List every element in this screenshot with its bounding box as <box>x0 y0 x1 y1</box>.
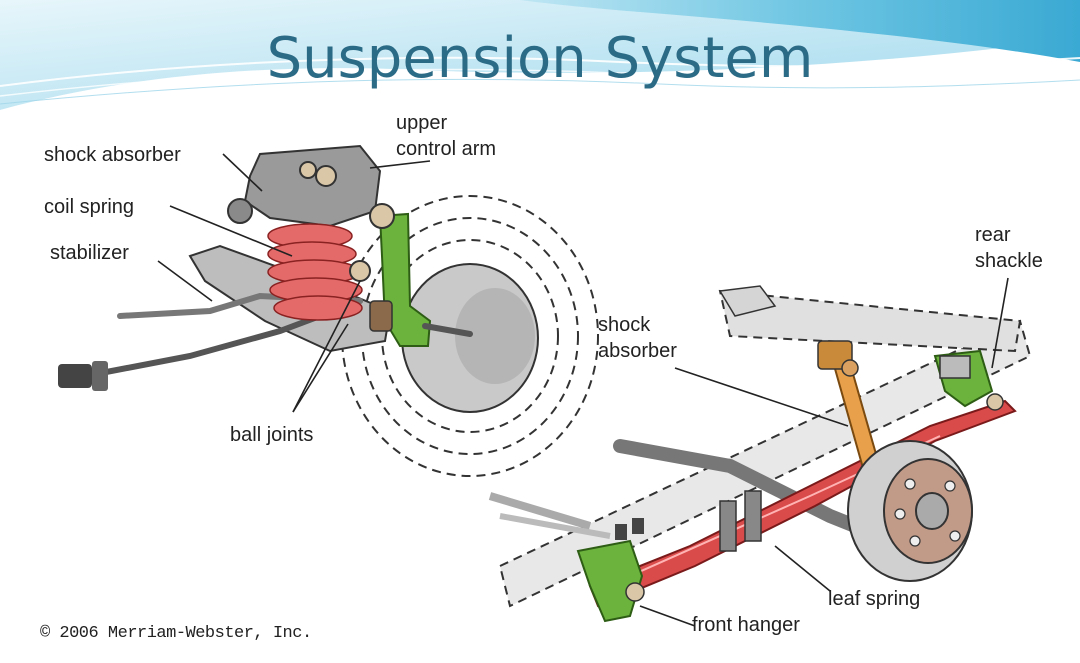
wheel-hub-shadow <box>455 288 535 384</box>
copyright-notice: © 2006 Merriam-Webster, Inc. <box>40 624 312 643</box>
suspension-figure: shock absorber upper control arm coil sp… <box>30 106 1080 656</box>
label-coil-spring: coil spring <box>44 196 135 218</box>
label-upper-control-arm-line2: control arm <box>396 138 497 160</box>
label-shock-absorber-front: shock absorber <box>44 144 181 166</box>
coil-spring <box>267 223 363 321</box>
u-bolt <box>719 500 737 552</box>
label-ball-joints: ball joints <box>230 424 314 446</box>
front-leader-lines <box>157 153 431 413</box>
label-upper-control-arm-line1: upper <box>396 112 448 134</box>
label-leaf-spring: leaf spring <box>828 588 921 610</box>
drum-hub <box>915 492 949 530</box>
suspension-illustration <box>58 144 1032 627</box>
wheel-studs <box>894 478 961 547</box>
upper-arm-bushing <box>227 198 253 224</box>
header-wave-decoration <box>0 0 1080 110</box>
upper-control-arm-body <box>243 144 382 228</box>
label-rear-shackle-line1: rear <box>975 224 1011 246</box>
spindle <box>422 323 473 337</box>
upper-ball-joint <box>369 203 395 229</box>
rear-leader-lines <box>639 277 1009 627</box>
tie-rod-end <box>369 300 393 332</box>
shock-top-mount <box>315 165 337 187</box>
label-shock-absorber-rear-line1: shock <box>598 314 651 336</box>
page-title: Suspension System <box>266 26 814 91</box>
label-shock-absorber-rear-line2: absorber <box>598 340 677 362</box>
hanger-bolts <box>615 518 644 540</box>
frame-crossmember <box>718 289 1022 353</box>
label-rear-shackle-line2: shackle <box>975 250 1043 272</box>
stabilizer-end-bushing <box>58 361 108 391</box>
front-hanger-bracket <box>576 539 644 623</box>
label-front-hanger: front hanger <box>692 614 800 636</box>
lower-ball-joint <box>349 260 371 282</box>
label-stabilizer: stabilizer <box>50 242 129 264</box>
